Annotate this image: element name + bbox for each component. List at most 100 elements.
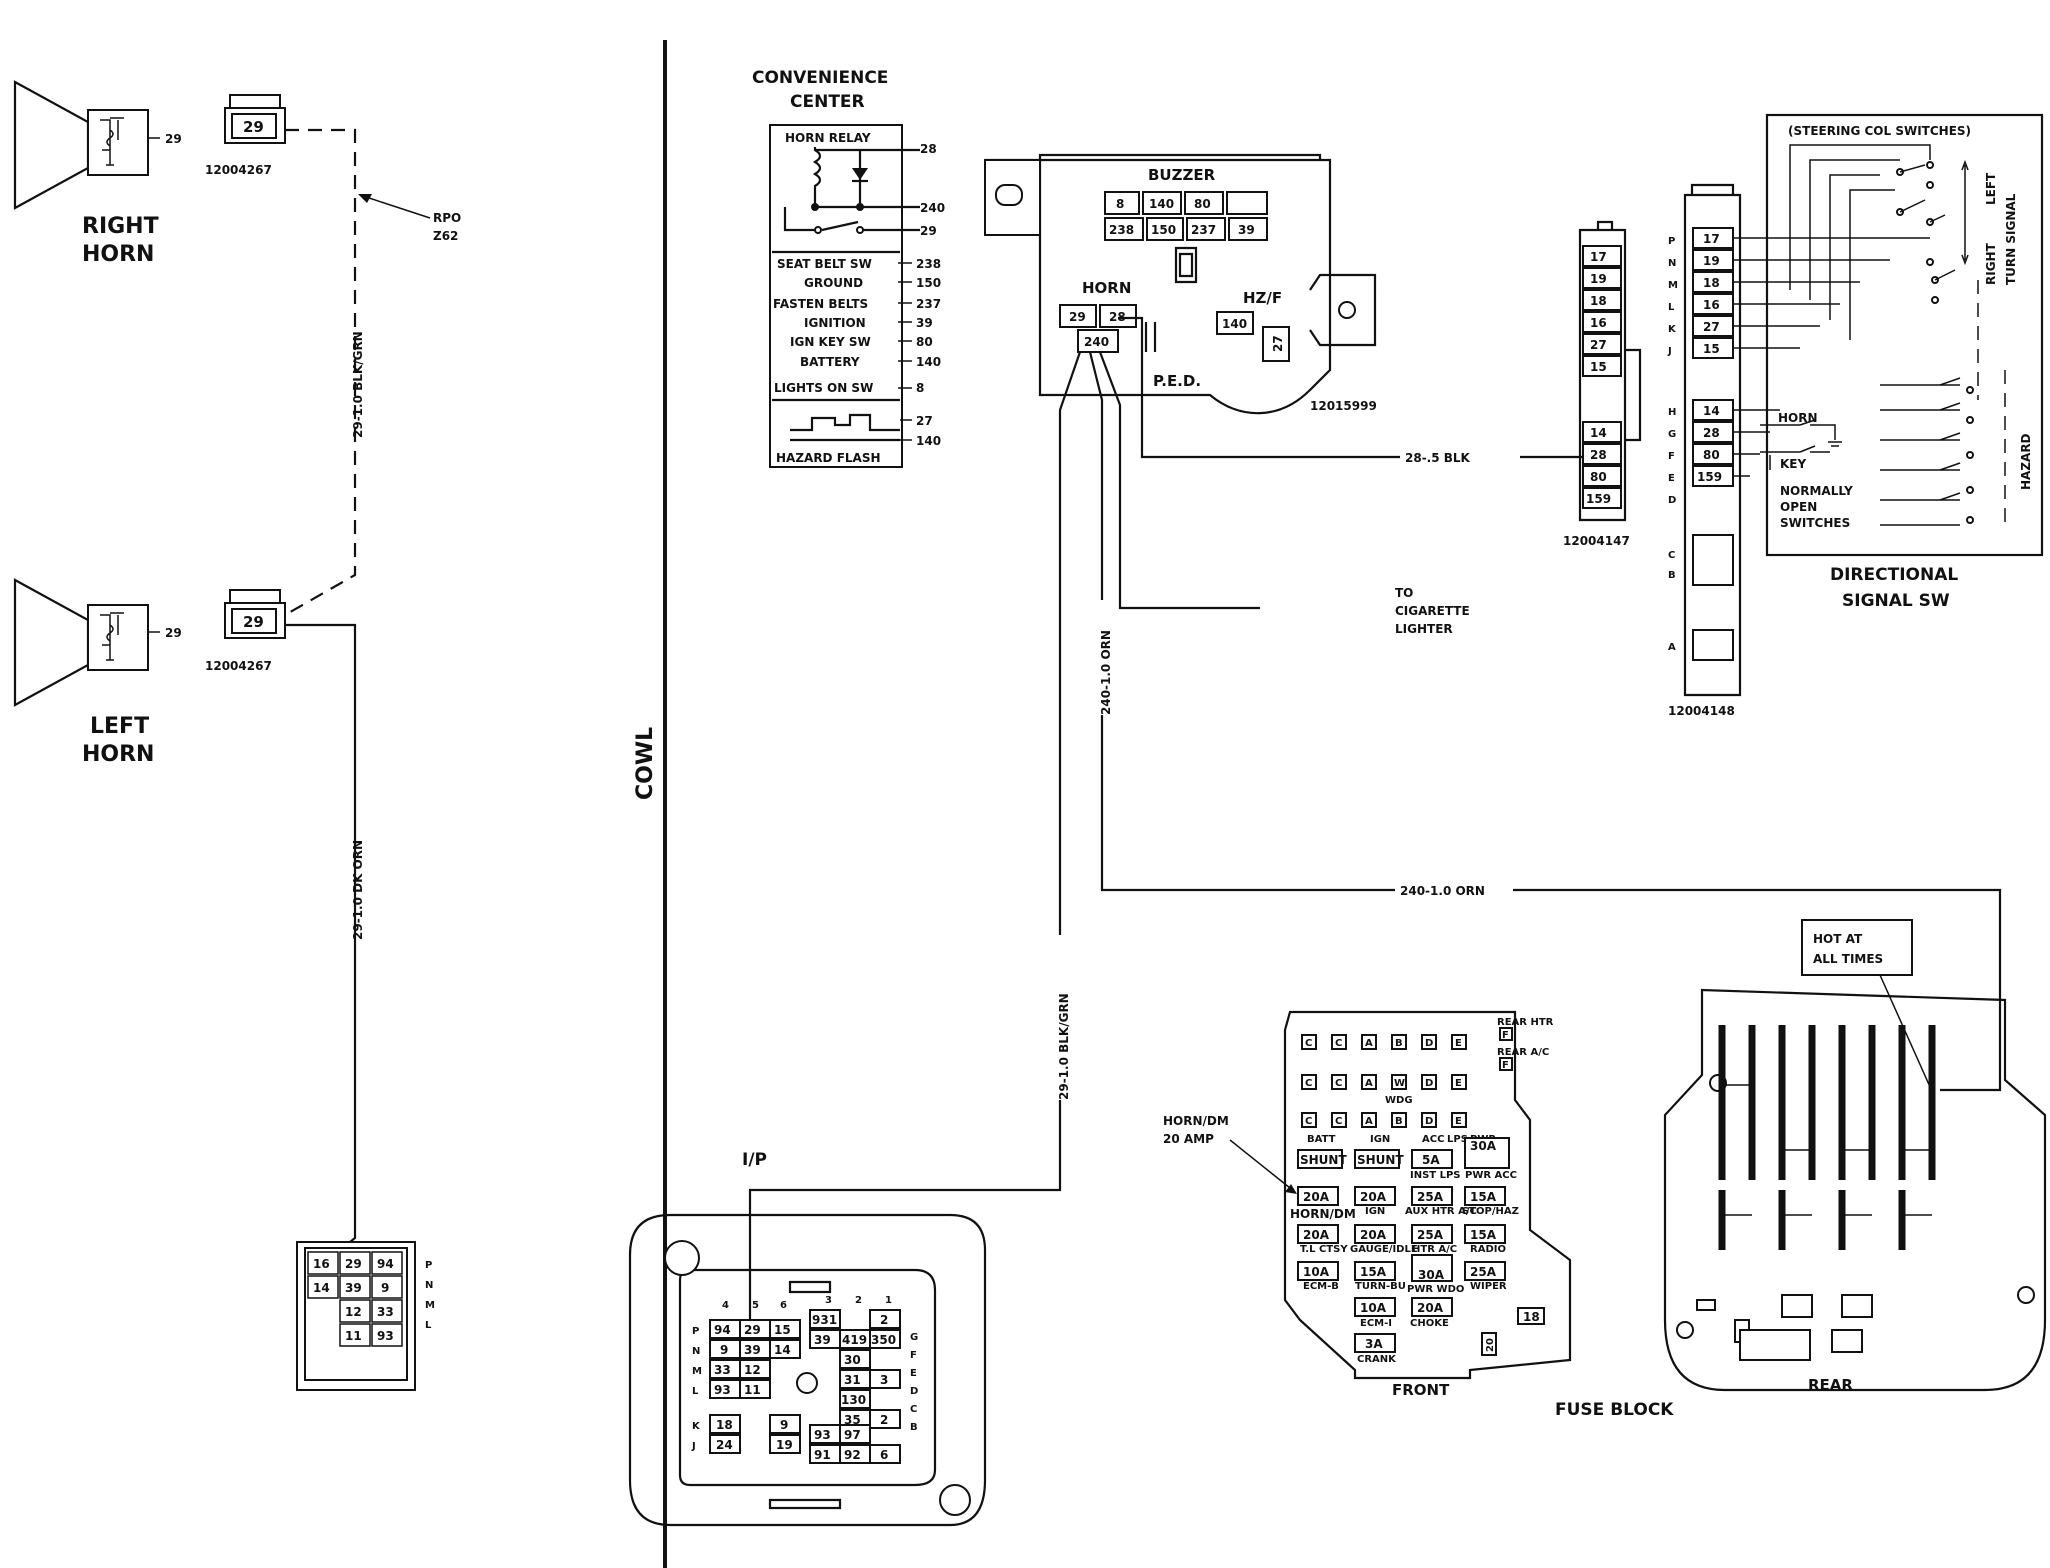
- cc-row-label: GROUND: [804, 276, 863, 290]
- cc-row-label: IGNITION: [804, 316, 866, 330]
- horn-relay-label: HORN RELAY: [785, 131, 871, 145]
- ip-cell: 11: [744, 1383, 761, 1397]
- ped-horn-pin-29: 29: [1069, 310, 1086, 324]
- ch148-letter: H: [1668, 407, 1676, 418]
- buzzer-cell: 140: [1149, 197, 1174, 211]
- cigarette-label: TO CIGARETTE LIGHTER: [1395, 586, 1470, 636]
- ip-cell: 9: [780, 1418, 788, 1432]
- fuse-value: 30A: [1470, 1139, 1497, 1153]
- ch148-letter: E: [1668, 473, 1675, 484]
- relay-pin-28: 28: [920, 142, 937, 156]
- f-label-2: F: [1502, 1060, 1509, 1071]
- fuse-label: ECM-B: [1303, 1281, 1339, 1292]
- right-horn-title-2: HORN: [82, 242, 154, 267]
- ch148-top-letters: P N M L K J: [1667, 236, 1678, 357]
- ip-cell: 30: [844, 1353, 861, 1367]
- ch148-pin: 16: [1703, 298, 1720, 312]
- ip-left-letters: P N M L: [692, 1326, 702, 1397]
- ip-letter: G: [910, 1332, 918, 1343]
- rear-htr-label: REAR HTR: [1497, 1017, 1554, 1028]
- hot-line1: HOT AT: [1813, 932, 1863, 946]
- lc-letter: P: [425, 1260, 432, 1271]
- tl-ctsy-label: T.L CTSY: [1300, 1244, 1348, 1255]
- ch148-pin: 14: [1703, 404, 1720, 418]
- ip-col-num: 3: [825, 1295, 832, 1306]
- ip-col-num: 6: [780, 1300, 787, 1311]
- fuse-label: ECM-I: [1360, 1318, 1392, 1329]
- cc147-pin: 14: [1590, 426, 1607, 440]
- fb-letter: A: [1365, 1078, 1373, 1089]
- ch148-pin: 19: [1703, 254, 1720, 268]
- fb-letter: D: [1425, 1078, 1433, 1089]
- lc-cell: 11: [345, 1329, 362, 1343]
- directional-title-2: SIGNAL SW: [1842, 591, 1950, 611]
- ip-cell: 24: [716, 1438, 733, 1452]
- fuse-block-rear: REAR: [1663, 988, 2047, 1394]
- fuse-label: CRANK: [1357, 1354, 1397, 1365]
- cc147-pin: 15: [1590, 360, 1607, 374]
- ped-horn-pin-28: 28: [1109, 310, 1126, 324]
- ip-cell: 6: [880, 1448, 888, 1462]
- front-label: FRONT: [1392, 1381, 1450, 1399]
- ip-cell: 18: [716, 1418, 733, 1432]
- lc-cell: 39: [345, 1281, 362, 1295]
- rear-fuse-bars: [1718, 1025, 1936, 1250]
- fb-letter: C: [1335, 1078, 1342, 1089]
- convenience-center: CONVENIENCE CENTER HORN RELAY 28 240 29 …: [752, 68, 945, 468]
- fuse-label: AUX HTR A/C: [1405, 1206, 1477, 1217]
- left-connector-part: 12004267: [205, 659, 272, 673]
- wire-label-bg: [1395, 880, 1513, 900]
- fuse-value: 20A: [1360, 1228, 1387, 1242]
- cc-row-label: FASTEN BELTS: [773, 297, 868, 311]
- fb-letter: B: [1395, 1038, 1403, 1049]
- lc-cell: 12: [345, 1305, 362, 1319]
- lc-cell: 14: [313, 1281, 330, 1295]
- ip-cell: 9: [720, 1343, 728, 1357]
- buzzer-cell: 238: [1109, 223, 1134, 237]
- ip-letter: N: [692, 1346, 700, 1357]
- normally-line2: OPEN: [1780, 500, 1817, 514]
- ip-cell: 33: [714, 1363, 731, 1377]
- fuse-label: STOP/HAZ: [1462, 1206, 1519, 1217]
- ip-cell: 12: [744, 1363, 761, 1377]
- ped-part: 12015999: [1310, 399, 1377, 413]
- normally-line1: NORMALLY: [1780, 484, 1853, 498]
- fuse-value: SHUNT: [1357, 1153, 1404, 1167]
- wire-29-ip-label: 29-1.0 BLK/GRN: [1057, 993, 1071, 1100]
- fuse-value: 25A: [1470, 1265, 1497, 1279]
- ip-letter: E: [910, 1368, 917, 1379]
- fb-row-label: LPS: [1447, 1134, 1468, 1145]
- rear-ac-label: REAR A/C: [1497, 1047, 1549, 1058]
- rpo-callout: RPO Z62: [358, 194, 461, 243]
- ip-cell: 93: [714, 1383, 731, 1397]
- ip-cell: 39: [744, 1343, 761, 1357]
- harness-wires-mid: [1733, 409, 1780, 477]
- lc-cell: 29: [345, 1257, 362, 1271]
- turn-switch-contacts: [1896, 161, 1956, 304]
- hzf-pin: 140: [1222, 317, 1247, 331]
- ip-right-grid: 931 2 39 419 350 30 31 3 130 35 2: [809, 1309, 901, 1429]
- fuse-label: CHOKE: [1410, 1318, 1449, 1329]
- cc-row-label: LIGHTS ON SW: [774, 381, 873, 395]
- fuse-block-front: REAR HTR F REAR A/C F C C A B D E C C A …: [1283, 1010, 1572, 1399]
- ip-letter: K: [692, 1421, 701, 1432]
- ip-cell: 931: [812, 1313, 837, 1327]
- rear-label: REAR: [1808, 1376, 1853, 1394]
- buzzer-cell: 80: [1194, 197, 1211, 211]
- wire-label-bg: [1400, 447, 1520, 467]
- ip-letter: M: [692, 1366, 702, 1377]
- ip-cell: 14: [774, 1343, 791, 1357]
- cc-row-label: IGN KEY SW: [790, 335, 871, 349]
- steering-col-label: (STEERING COL SWITCHES): [1788, 124, 1971, 138]
- fb-letter: W: [1394, 1078, 1405, 1089]
- right-connector-pin: 29: [243, 118, 264, 136]
- fb-letter: B: [1395, 1116, 1403, 1127]
- left-horn-feed-wire: [285, 623, 357, 1243]
- ip-col-num: 2: [855, 1295, 862, 1306]
- ch148-pin: 15: [1703, 342, 1720, 356]
- ch148-letter: P: [1668, 236, 1675, 247]
- ch148-letter: A: [1668, 642, 1676, 653]
- fuse-value: 15A: [1470, 1190, 1497, 1204]
- fb-letter: D: [1425, 1038, 1433, 1049]
- relay-pin-29: 29: [920, 224, 937, 238]
